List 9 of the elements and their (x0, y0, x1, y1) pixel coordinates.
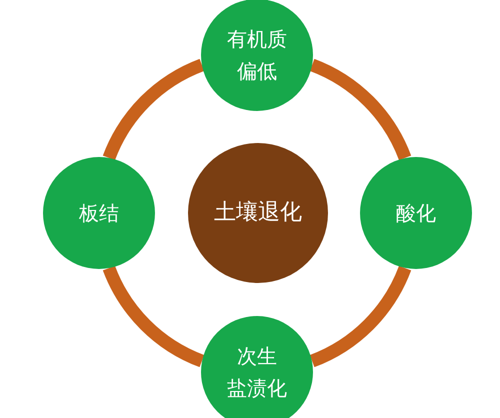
ring-arc (309, 265, 412, 368)
circle-label: 次生盐渍化 (227, 343, 287, 402)
ring-arc (309, 58, 412, 161)
circle-label: 酸化 (396, 200, 436, 227)
circle-label: 土壤退化 (214, 199, 302, 227)
circle-label: 板结 (79, 200, 119, 227)
circle-label: 有机质偏低 (227, 26, 287, 85)
ring-arc (102, 58, 205, 161)
ring-arc (102, 265, 205, 368)
